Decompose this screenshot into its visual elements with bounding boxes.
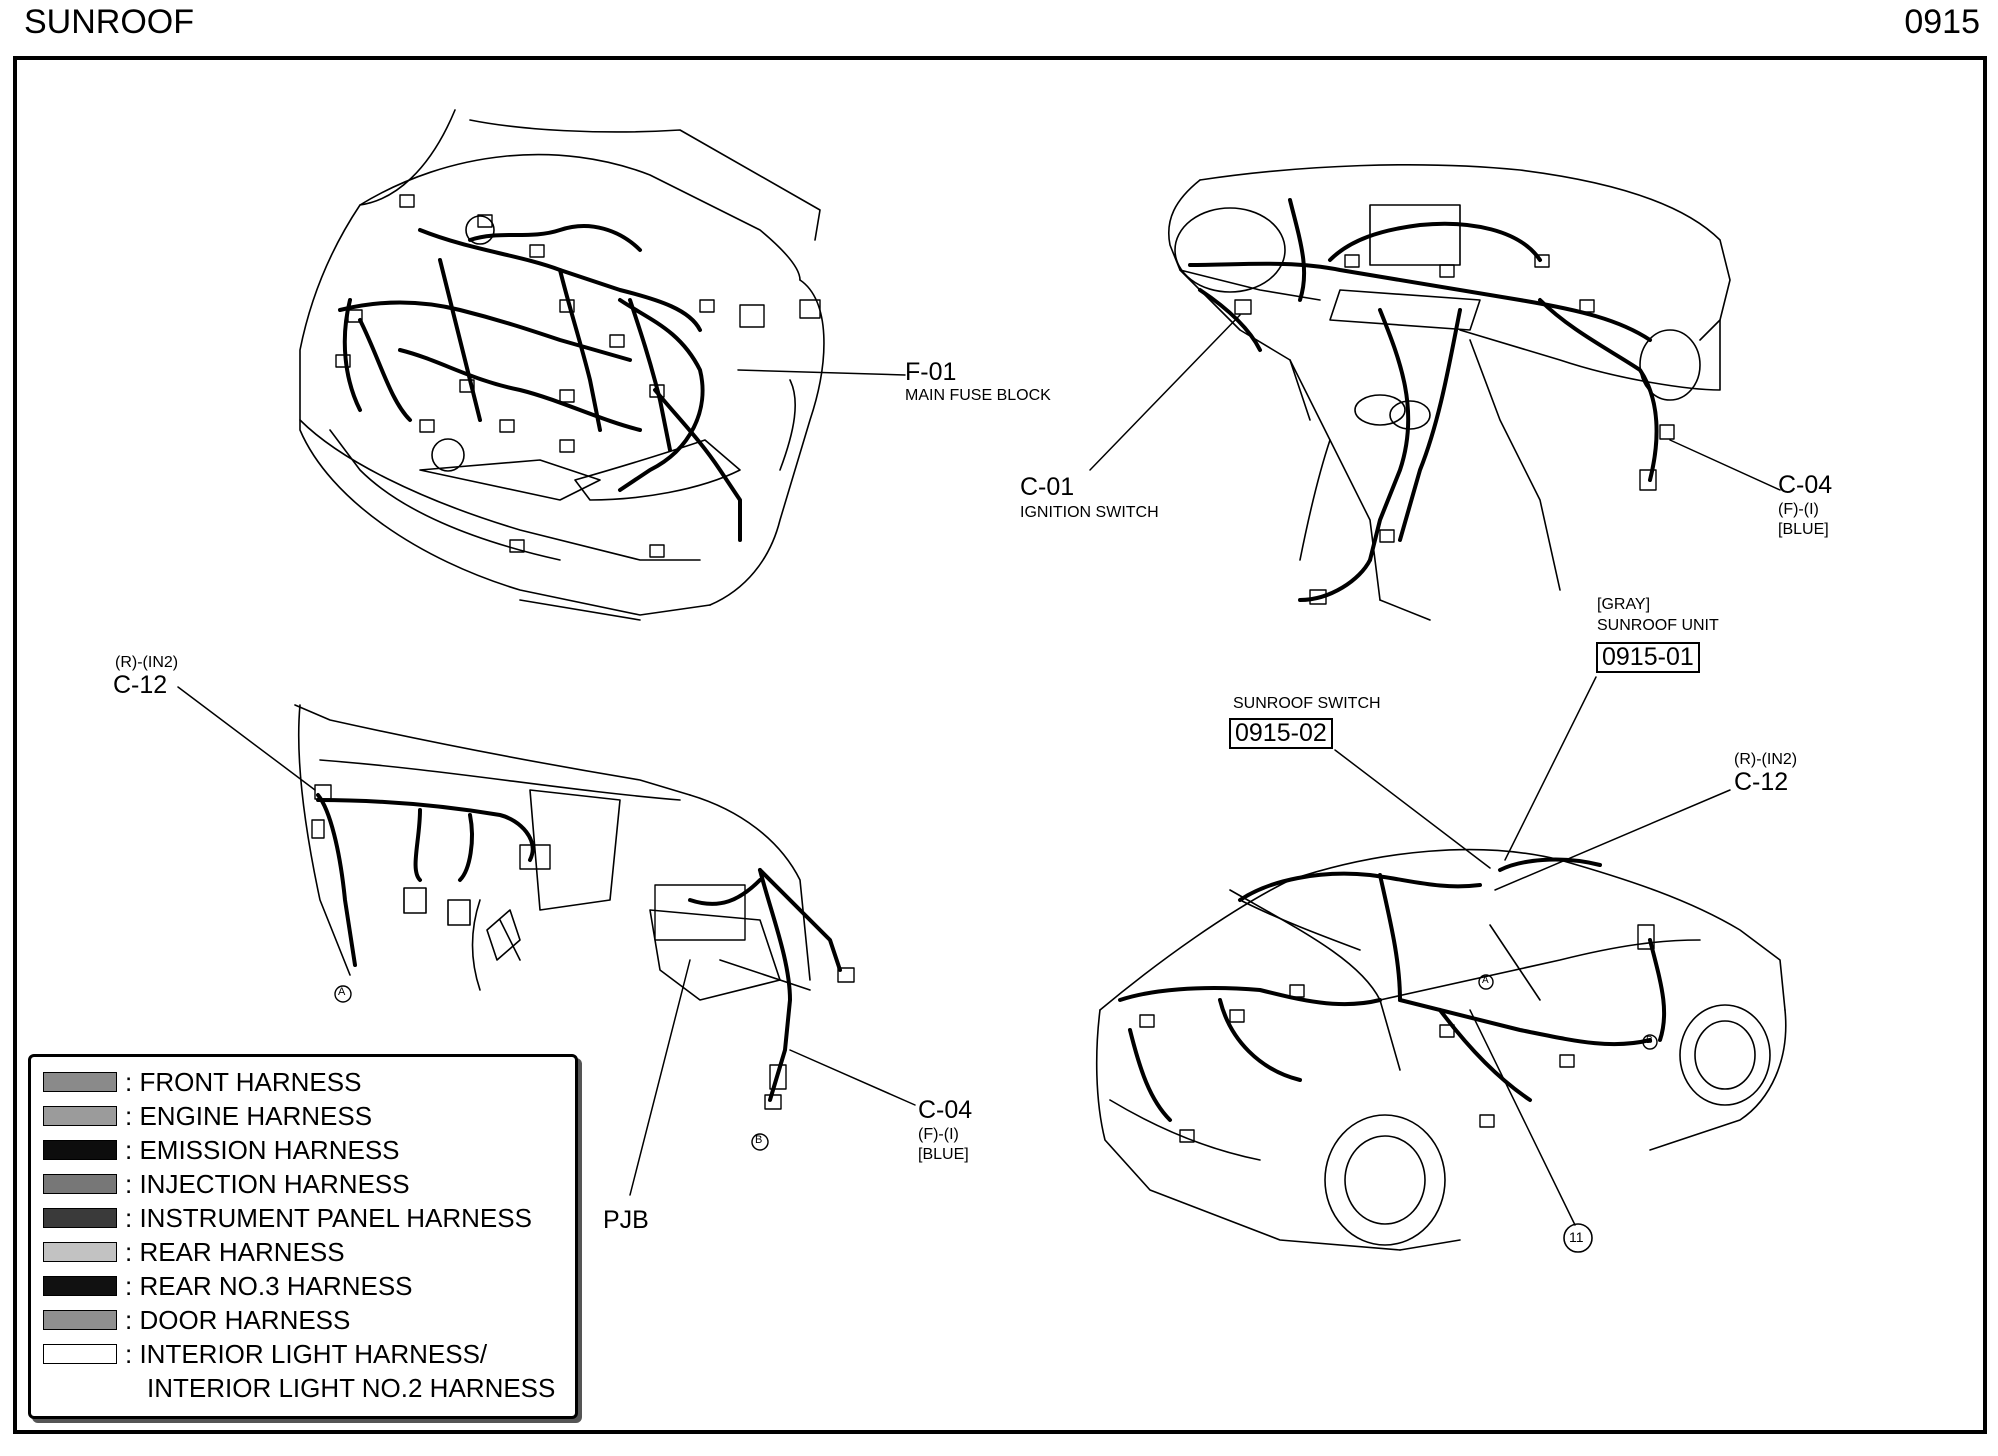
legend-label: : INTERIOR LIGHT HARNESS/: [125, 1338, 488, 1369]
marker-b-vehicle: B: [1646, 1035, 1653, 1046]
page-code: 0915: [1904, 3, 1980, 41]
dashboard-connectors: [1234, 254, 1675, 605]
c12-left-code: C-12: [113, 671, 168, 699]
legend-swatch: [43, 1140, 117, 1160]
legend-swatch: [43, 1310, 117, 1330]
instrument-panel-illustration: [294, 704, 811, 1001]
legend-item: : INJECTION HARNESS: [43, 1169, 410, 1199]
legend-item: : DOOR HARNESS: [43, 1305, 350, 1335]
legend-item: : EMISSION HARNESS: [43, 1135, 400, 1165]
leader-sunroof-unit: [1504, 676, 1597, 861]
sunroof-unit-desc: SUNROOF UNIT: [1597, 617, 1719, 634]
marker-a-vehicle: A: [1482, 975, 1489, 986]
instrument-panel-harness: [316, 793, 842, 1102]
marker-circles-mid: [334, 985, 769, 1151]
c01-desc: IGNITION SWITCH: [1020, 504, 1159, 521]
leader-c04-mid: [789, 1049, 916, 1106]
legend-label: : INSTRUMENT PANEL HARNESS: [125, 1202, 532, 1233]
c12-right-sub: (R)-(IN2): [1734, 751, 1798, 768]
engine-bay-harness: [338, 224, 742, 542]
leader-c12-right: [1494, 789, 1731, 891]
legend-item: : FRONT HARNESS: [43, 1067, 361, 1097]
legend-label: : ENGINE HARNESS: [125, 1100, 373, 1131]
c04-mid-code: C-04: [918, 1096, 973, 1124]
legend-swatch: [43, 1208, 117, 1228]
legend-label: : DOOR HARNESS: [125, 1304, 351, 1335]
instrument-panel-connectors: [311, 784, 855, 1110]
dashboard-harness: [1188, 198, 1659, 602]
leader-ground-11: [1469, 1009, 1576, 1226]
diagram-frame: [13, 56, 1987, 1434]
leader-f01: [737, 369, 906, 376]
legend-item: : REAR NO.3 HARNESS: [43, 1271, 413, 1301]
vehicle-harness: [1118, 857, 1667, 1122]
leader-pjb: [629, 959, 691, 1196]
legend-swatch: [43, 1344, 117, 1364]
leader-c12-left: [177, 686, 316, 791]
dashboard-illustration: [1168, 164, 1731, 621]
leader-sunroof-switch: [1334, 749, 1491, 869]
legend-label: : INJECTION HARNESS: [125, 1168, 410, 1199]
leader-c01: [1089, 314, 1241, 471]
legend-label: : REAR HARNESS: [125, 1236, 345, 1267]
legend-swatch: [43, 1276, 117, 1296]
legend-item: : INSTRUMENT PANEL HARNESS: [43, 1203, 532, 1233]
f01-desc: MAIN FUSE BLOCK: [905, 387, 1051, 404]
ground-11-label: 11: [1569, 1229, 1584, 1245]
ground-11-circle: [1563, 1223, 1593, 1253]
c04-top-code: C-04: [1778, 471, 1833, 499]
marker-b-mid: B: [755, 1134, 763, 1146]
sunroof-switch-desc: SUNROOF SWITCH: [1233, 695, 1381, 712]
engine-bay-illustration: [299, 109, 825, 621]
legend-swatch: [43, 1174, 117, 1194]
legend-swatch: [43, 1106, 117, 1126]
legend-item: : ENGINE HARNESS: [43, 1101, 372, 1131]
c01-code: C-01: [1020, 473, 1075, 501]
legend-label: : EMISSION HARNESS: [125, 1134, 400, 1165]
f01-code: F-01: [905, 358, 957, 386]
leader-c04-top: [1669, 439, 1781, 491]
sunroof-unit-color: [GRAY]: [1597, 596, 1651, 613]
legend-item: : REAR HARNESS: [43, 1237, 345, 1267]
legend-label: : REAR NO.3 HARNESS: [125, 1270, 413, 1301]
page-title: SUNROOF: [24, 3, 194, 41]
vehicle-illustration: [1095, 848, 1787, 1251]
vehicle-connectors: [1139, 924, 1655, 1143]
legend-swatch: [43, 1072, 117, 1092]
c04-mid-sub2: [BLUE]: [918, 1146, 969, 1163]
c04-top-sub1: (F)-(I): [1778, 501, 1819, 518]
sunroof-switch-code: 0915-02: [1229, 718, 1333, 749]
legend-swatch: [43, 1242, 117, 1262]
legend-label-continuation: INTERIOR LIGHT NO.2 HARNESS: [147, 1373, 556, 1403]
engine-bay-connectors: [335, 194, 821, 558]
sunroof-unit-code: 0915-01: [1596, 642, 1700, 673]
marker-a-mid: A: [338, 986, 346, 998]
pjb-label: PJB: [603, 1206, 649, 1234]
c04-mid-sub1: (F)-(I): [918, 1126, 959, 1143]
c12-left-sub: (R)-(IN2): [115, 654, 179, 671]
legend-label: : FRONT HARNESS: [125, 1066, 362, 1097]
marker-circles-vehicle: [1478, 974, 1658, 1050]
harness-legend: : FRONT HARNESS : ENGINE HARNESS : EMISS…: [28, 1054, 578, 1419]
legend-item: : INTERIOR LIGHT HARNESS/: [43, 1339, 487, 1369]
c04-top-sub2: [BLUE]: [1778, 521, 1829, 538]
c12-right-code: C-12: [1734, 768, 1789, 796]
